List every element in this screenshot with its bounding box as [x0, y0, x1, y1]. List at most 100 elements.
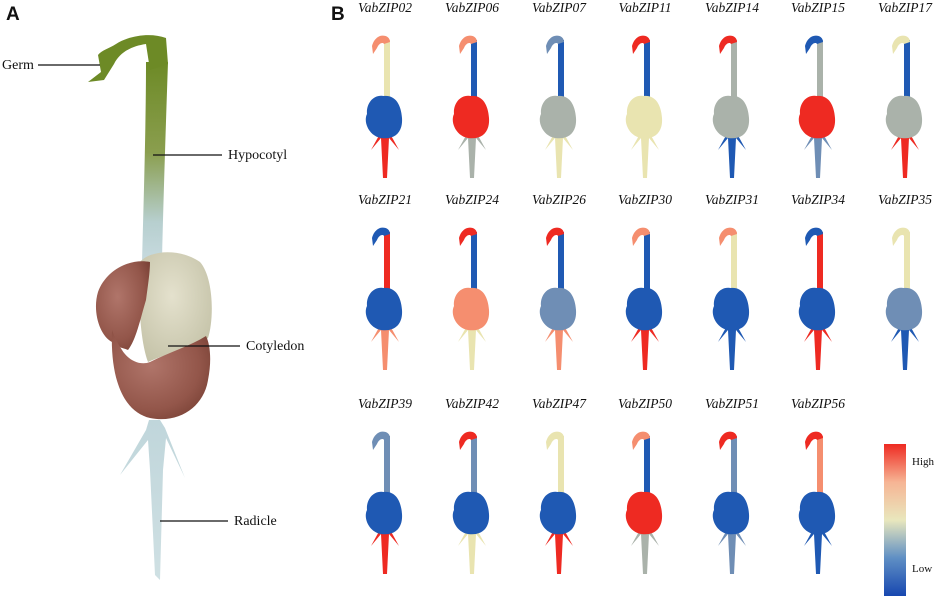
germ-shape	[459, 431, 477, 450]
hypocotyl-shape	[384, 232, 390, 296]
gene-label: VabZIP14	[705, 0, 759, 15]
radicle-shape	[545, 130, 573, 178]
gene-label: VabZIP06	[445, 0, 499, 15]
gene-label: VabZIP35	[878, 192, 932, 207]
seedling-VabZIP14: VabZIP14	[705, 0, 759, 178]
radicle-shape	[458, 130, 486, 178]
radicle-shape	[631, 130, 659, 178]
radicle-shape	[891, 130, 919, 178]
seedling-VabZIP51: VabZIP51	[705, 396, 759, 574]
gene-label: VabZIP17	[878, 0, 933, 15]
hypocotyl-shape	[471, 436, 477, 500]
germ-shape	[892, 227, 910, 246]
radicle-shape	[458, 322, 486, 370]
seedling-illustration	[88, 35, 212, 580]
seedling-VabZIP24: VabZIP24	[445, 192, 499, 370]
gene-label: VabZIP24	[445, 192, 499, 207]
germ-shape	[372, 35, 390, 54]
hypocotyl-shape	[558, 40, 564, 104]
cotyledon-shape	[885, 95, 923, 139]
gene-label: VabZIP31	[705, 192, 759, 207]
hypocotyl-shape	[904, 40, 910, 104]
seedling-VabZIP11: VabZIP11	[619, 0, 672, 178]
seedling-VabZIP17: VabZIP17	[878, 0, 933, 178]
legend-high-label: High	[912, 456, 935, 468]
gene-label: VabZIP47	[532, 396, 587, 411]
radicle-shape	[545, 526, 573, 574]
expression-grid: VabZIP02 VabZIP06 VabZIP07 VabZIP11 VabZIP14…	[358, 0, 933, 574]
hypocotyl	[142, 62, 168, 262]
radicle-shape	[371, 526, 399, 574]
seedling-VabZIP34: VabZIP34	[791, 192, 845, 370]
seedling-VabZIP56: VabZIP56	[791, 396, 845, 574]
gene-label: VabZIP07	[532, 0, 587, 15]
cotyledon-shape	[885, 287, 923, 331]
radicle-shape	[631, 526, 659, 574]
radicle	[120, 420, 185, 580]
radicle-shape	[718, 130, 746, 178]
hypocotyl-shape	[731, 232, 737, 296]
hypocotyl-shape	[558, 232, 564, 296]
germ-shape	[546, 227, 564, 246]
seedling-VabZIP07: VabZIP07	[532, 0, 587, 178]
cotyledon-shape	[365, 95, 403, 139]
hypocotyl-shape	[644, 436, 650, 500]
gene-label: VabZIP21	[358, 192, 412, 207]
cotyledon-shape	[539, 491, 577, 535]
gene-label: VabZIP15	[791, 0, 845, 15]
seedling-VabZIP02: VabZIP02	[358, 0, 412, 178]
cotyledon-shape	[452, 491, 490, 535]
cotyledon-shape	[452, 287, 490, 331]
hypocotyl-shape	[384, 436, 390, 500]
cotyledon-shape	[625, 95, 663, 139]
germ-shape	[632, 227, 650, 246]
radicle-shape	[718, 526, 746, 574]
cotyledon-shape	[712, 491, 750, 535]
germ	[88, 35, 168, 82]
seedling-VabZIP47: VabZIP47	[532, 396, 587, 574]
hypocotyl-shape	[904, 232, 910, 296]
cotyledon-shape	[539, 95, 577, 139]
radicle-shape	[371, 130, 399, 178]
seedling-VabZIP42: VabZIP42	[445, 396, 499, 574]
cotyledon-shape	[798, 491, 836, 535]
cotyledon-shape	[452, 95, 490, 139]
hypocotyl-shape	[384, 40, 390, 104]
hypocotyl-shape	[471, 232, 477, 296]
gene-label: VabZIP50	[618, 396, 672, 411]
radicle-shape	[371, 322, 399, 370]
seedling-VabZIP06: VabZIP06	[445, 0, 499, 178]
cotyledon-label: Cotyledon	[246, 339, 304, 354]
germ-shape	[805, 431, 823, 450]
gene-label: VabZIP02	[358, 0, 412, 15]
cotyledon-shape	[365, 491, 403, 535]
cotyledon-front	[111, 330, 211, 420]
hypocotyl-shape	[558, 436, 564, 500]
radicle-shape	[804, 526, 832, 574]
cotyledon-shape	[539, 287, 577, 331]
hypocotyl-shape	[817, 436, 823, 500]
hypocotyl-shape	[817, 232, 823, 296]
germ-shape	[459, 35, 477, 54]
panel-a-label: A	[6, 4, 20, 25]
radicle-shape	[804, 130, 832, 178]
germ-shape	[546, 35, 564, 54]
gene-label: VabZIP34	[791, 192, 845, 207]
gene-label: VabZIP30	[618, 192, 672, 207]
legend-bar	[884, 444, 906, 596]
gene-label: VabZIP26	[532, 192, 586, 207]
hypocotyl-shape	[731, 40, 737, 104]
hypocotyl-label: Hypocotyl	[228, 148, 287, 163]
radicle-shape	[804, 322, 832, 370]
seedling-VabZIP15: VabZIP15	[791, 0, 845, 178]
germ-shape	[546, 431, 564, 450]
radicle-label: Radicle	[234, 514, 277, 529]
seedling-VabZIP30: VabZIP30	[618, 192, 672, 370]
legend-low-label: Low	[912, 563, 932, 575]
hypocotyl-shape	[471, 40, 477, 104]
radicle-shape	[891, 322, 919, 370]
germ-shape	[719, 227, 737, 246]
germ-shape	[719, 35, 737, 54]
germ-shape	[372, 227, 390, 246]
seedling-VabZIP39: VabZIP39	[358, 396, 412, 574]
